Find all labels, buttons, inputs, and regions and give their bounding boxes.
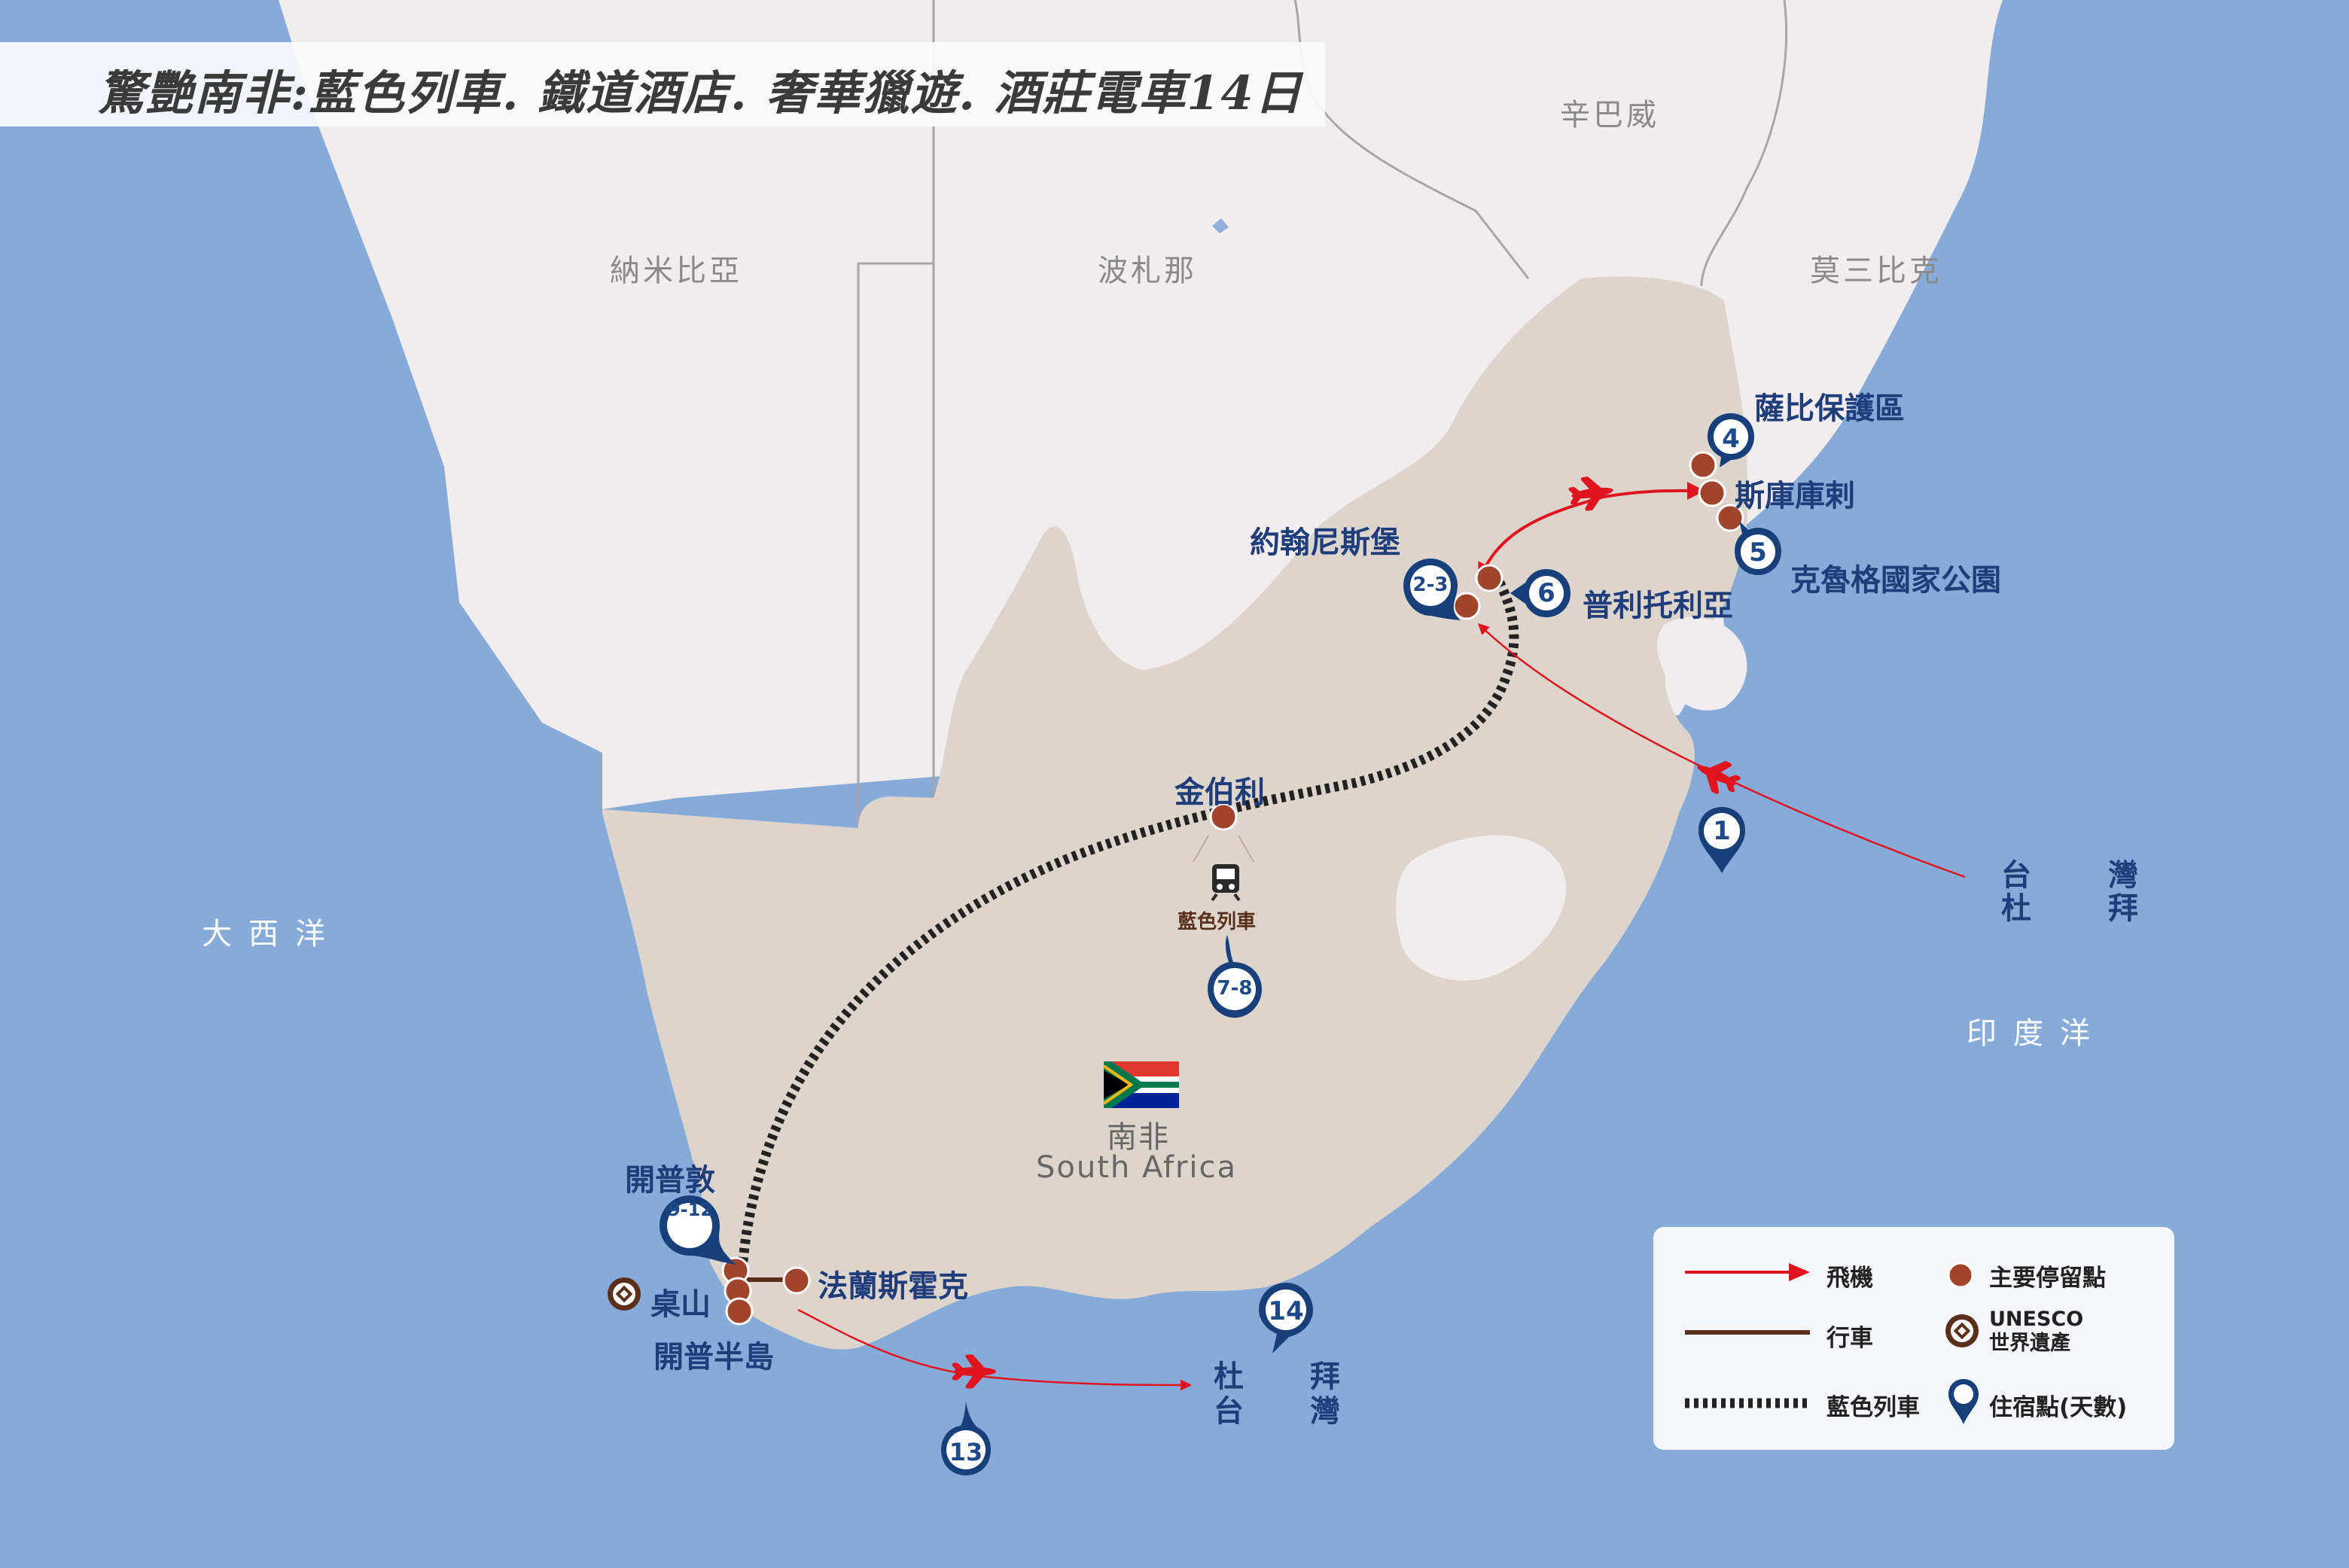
label-atlantic-ocean: 大西洋 [202,917,342,951]
pin-day-9-12 [660,1195,736,1265]
pin-day-2-3-label: 2-3 [1412,574,1449,596]
pin-day-6-label: 6 [1537,578,1555,608]
label-kimberley: 金伯利 [1174,775,1265,810]
label-blue-train: 藍色列車 [1178,911,1257,933]
label-inbound-taiwan-1: 台 [2001,858,2031,893]
legend-stay-label: 住宿點(天數) [1989,1394,2128,1421]
country-borders [857,0,1788,828]
label-zimbabwe: 辛巴威 [1560,98,1659,132]
pin-day-2-3 [1403,559,1461,620]
label-cape-town: 開普敦 [625,1163,715,1198]
pin-day-9-12-label: 9-12 [667,1199,714,1220]
stop-dot-cape-peninsula [725,1297,754,1326]
stop-dot-franschhoek [782,1266,811,1295]
lesotho [1396,835,1566,981]
label-outbound-taiwan-1: 台 [1214,1394,1244,1429]
pin-day-4-label: 4 [1722,424,1740,454]
legend-unesco-line2: 世界遺產 [1989,1332,2070,1355]
legend-box: 飛機 主要停留點 行車 UNESCO 世界遺產 藍色列車 住宿點(天數) [1653,1227,2174,1450]
label-pretoria: 普利托利亞 [1583,589,1733,623]
page-title: 驚艷南非:藍色列車. 鐵道酒店. 奢華獵遊. 酒莊電車14日 [98,65,1303,120]
legend-blue-train-label: 藍色列車 [1826,1394,1920,1421]
label-botswana: 波札那 [1098,254,1197,288]
pin-day-6 [1510,569,1571,617]
eswatini [1657,617,1747,711]
label-cape-peninsula: 開普半島 [654,1340,774,1375]
title-bar [0,42,1325,126]
label-outbound-dubai-1: 杜 [1214,1359,1244,1394]
label-johannesburg: 約翰尼斯堡 [1250,525,1400,560]
pin-day-5-label: 5 [1749,537,1767,568]
legend-blue-train-icon [1685,1398,1810,1408]
label-inbound-dubai-2: 拜 [2108,891,2138,926]
pin-day-14 [1259,1283,1313,1353]
legend-stop-label: 主要停留點 [1989,1265,2106,1292]
unesco-icon-table-mountain [608,1277,641,1311]
label-mozambique: 莫三比克 [1810,254,1942,288]
legend-flight-icon [1685,1263,1810,1281]
pin-day-7-8 [1208,935,1262,1018]
label-sabi-sand: 薩比保護區 [1754,391,1905,426]
south-africa-name-zh: 南非 [1107,1120,1170,1155]
pin-day-5 [1735,521,1781,575]
pin-day-1 [1699,807,1745,873]
legend-stay-icon [1948,1379,1979,1424]
label-skukuza: 斯庫庫剌 [1735,479,1855,513]
legend-flight-label: 飛機 [1826,1265,1873,1292]
stop-dot-skukuza [1698,479,1726,507]
pin-day-4 [1708,413,1754,467]
pin-day-7-8-label: 7-8 [1217,977,1253,1000]
stop-dot-pretoria [1475,564,1504,592]
label-inbound-dubai-1: 杜 [2001,891,2031,926]
pin-day-14-label: 14 [1268,1296,1304,1326]
label-outbound-dubai-2: 拜 [1310,1359,1340,1394]
label-table-mountain: 桌山 [650,1287,711,1322]
south-africa-land [602,276,1748,1350]
legend-unesco-line1: UNESCO [1989,1308,2084,1331]
pin-day-1-label: 1 [1713,816,1731,846]
label-franschhoek: 法蘭斯霍克 [818,1269,968,1304]
train-icon [1211,864,1241,902]
south-africa-name-en: South Africa [1036,1150,1238,1185]
label-indian-ocean: 印度洋 [1967,1016,2107,1051]
legend-unesco-icon [1945,1314,1979,1347]
legend-drive-label: 行車 [1826,1325,1873,1352]
pin-day-13-label: 13 [949,1438,983,1466]
label-outbound-taiwan-2: 灣 [1310,1394,1340,1429]
legend-stop-icon [1947,1262,1974,1289]
blue-train-route [736,577,1519,1280]
kimberley-connector [1193,835,1254,863]
south-africa-flag [1102,1061,1179,1108]
label-kruger: 克魯格國家公園 [1790,563,2001,598]
label-namibia: 納米比亞 [610,254,742,288]
pin-day-13 [941,1402,991,1475]
legend-drive-icon [1685,1330,1810,1335]
label-inbound-taiwan-2: 灣 [2108,858,2138,893]
